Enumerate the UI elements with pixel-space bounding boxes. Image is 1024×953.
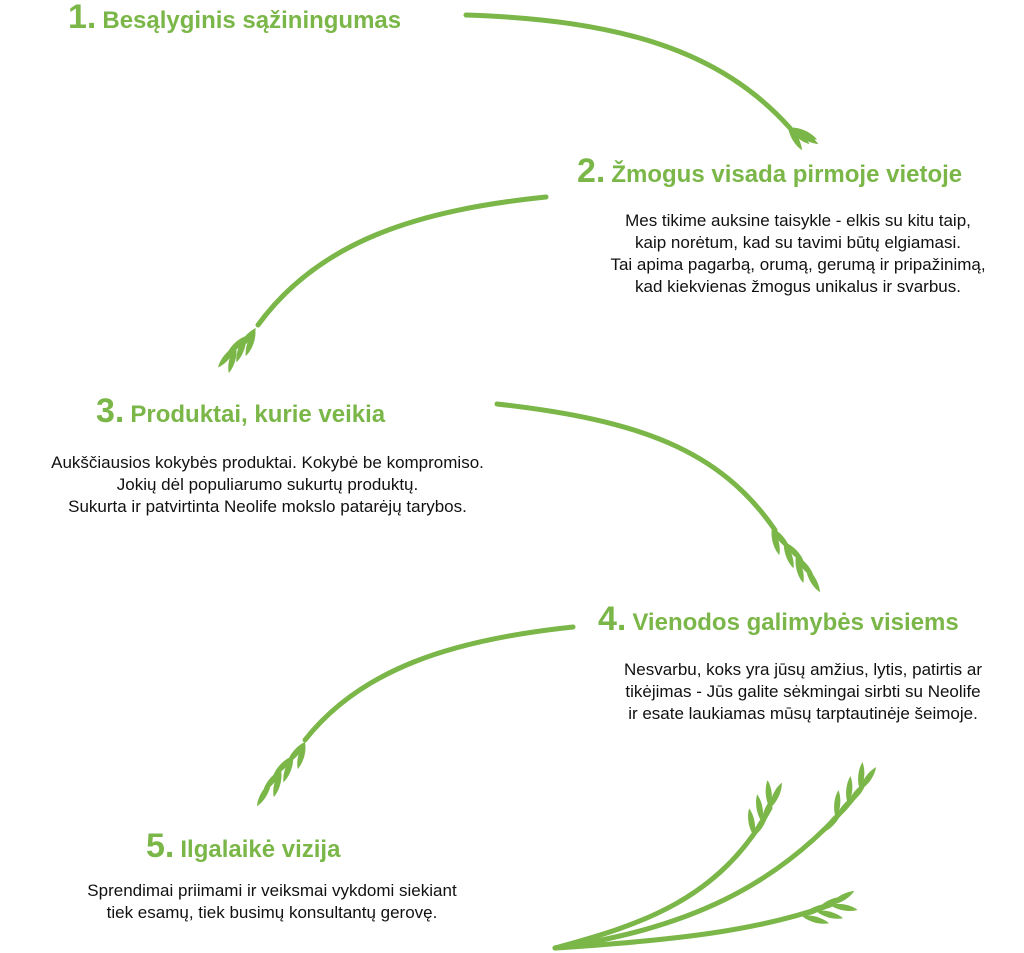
item-2-line: Mes tikime auksine taisykle - elkis su k… [625, 211, 971, 230]
wheat-ear-2 [215, 326, 259, 374]
item-5-line: Sprendimai priimami ir veiksmai vykdomi … [87, 881, 457, 900]
item-5-title: Ilgalaikė vizija [180, 836, 341, 863]
item-4-number: 4. [598, 600, 627, 638]
item-3-line: Aukščiausios kokybės produktai. Kokybė b… [51, 453, 484, 472]
item-3-line: Sukurta ir patvirtinta Neolife mokslo pa… [68, 497, 467, 516]
wheat-stem-2 [255, 194, 549, 328]
item-1-title: Besąlyginis sąžiningumas [102, 7, 402, 34]
wheat-stem-1 [463, 12, 793, 131]
item-4-line: Nesvarbu, koks yra jūsų amžius, lytis, p… [623, 660, 983, 679]
item-5-number: 5. [146, 827, 175, 865]
item-5-line: tiek esamų, tiek busimų konsultantų gero… [106, 903, 438, 922]
item-4-title: Vienodos galimybės visiems [632, 609, 959, 636]
item-3-title: Produktai, kurie veikia [130, 401, 386, 428]
wheat-stem-4 [302, 624, 576, 743]
item-5-description: Sprendimai priimami ir veiksmai vykdomi … [22, 880, 522, 924]
wheat-ear-3 [769, 526, 823, 594]
item-1-heading: 1.Besąlyginis sąžiningumas [68, 0, 401, 37]
item-2-line: Tai apima pagarbą, orumą, gerumą ir prip… [610, 255, 986, 274]
item-3-heading: 3.Produktai, kurie veikia [96, 392, 385, 431]
item-4-heading: 4.Vienodos galimybės visiems [598, 600, 959, 639]
item-2-heading: 2.Žmogus visada pirmoje vietoje [577, 152, 962, 191]
item-2-title: Žmogus visada pirmoje vietoje [611, 161, 963, 188]
wheat-ear-5a [746, 779, 785, 838]
item-2-description: Mes tikime auksine taisykle - elkis su k… [572, 210, 1024, 298]
wheat-ear-4 [254, 740, 308, 808]
item-2-line: kaip norėtum, kad su tavimi būtų elgiama… [635, 233, 961, 252]
item-4-line: ir esate laukiamas mūsų tarptautinėje še… [628, 704, 978, 723]
wheat-stem-3 [494, 401, 778, 533]
item-3-description: Aukščiausios kokybės produktai. Kokybė b… [0, 452, 535, 518]
item-4-line: tikėjimas - Jūs galite sėkmingai sirbti … [625, 682, 981, 701]
item-2-number: 2. [577, 152, 606, 190]
item-4-description: Nesvarbu, koks yra jūsų amžius, lytis, p… [582, 659, 1024, 725]
wheat-stem-5b [552, 787, 863, 951]
item-3-number: 3. [96, 392, 125, 430]
item-2-line: kad kiekvienas žmogus unikalus ir svarbu… [635, 277, 961, 296]
item-5-heading: 5.Ilgalaikė vizija [146, 827, 340, 866]
item-3-line: Jokių dėl populiarumo sukurtų produktų. [116, 475, 419, 494]
item-1-number: 1. [68, 0, 97, 36]
wheat-ear-5b [821, 761, 879, 834]
wheat-stem-5a [552, 805, 773, 951]
wheat-stem-5c [552, 902, 833, 951]
wheat-ear-1 [785, 123, 820, 152]
